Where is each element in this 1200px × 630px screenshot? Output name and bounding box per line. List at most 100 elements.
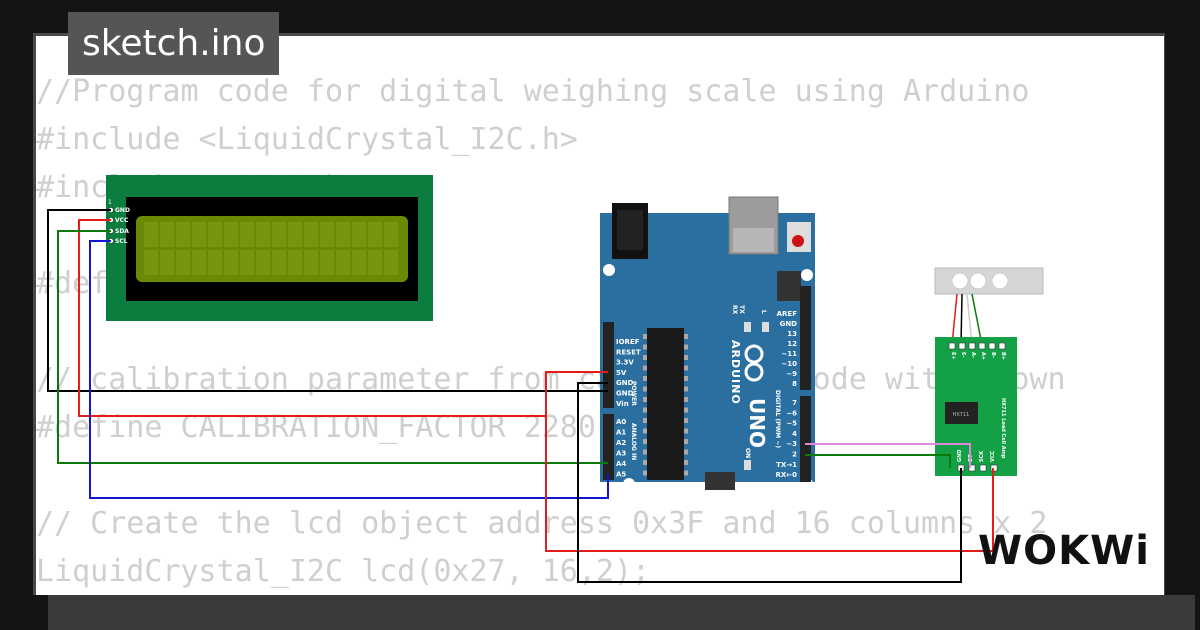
hx711-top-pin[interactable]	[958, 342, 966, 350]
lcd-cell	[320, 222, 334, 247]
lcd-cell	[176, 222, 190, 247]
pin-label: A5	[616, 471, 626, 479]
lcd-cell	[224, 222, 238, 247]
pin-label: A1	[616, 429, 626, 437]
pin-label: ~11	[781, 350, 797, 358]
chip-pin	[684, 407, 688, 413]
pin-label: RX←0	[775, 471, 797, 479]
code-line: //Program code for digital weighing scal…	[36, 74, 1030, 109]
lcd-cell	[256, 250, 270, 275]
atmega-chip	[647, 328, 684, 480]
lcd-cell	[368, 222, 382, 247]
lcd-cell	[288, 222, 302, 247]
mounting-hole	[801, 269, 813, 281]
hx711-module[interactable]: E+E-A-A+B-B+ HX711 HX711 Load Cell Amp G…	[935, 337, 1017, 476]
pin-label: A4	[616, 460, 626, 468]
hx711-bottom-pin[interactable]	[979, 464, 987, 472]
load-cell-wire-black	[960, 293, 963, 346]
usb-port-body	[733, 228, 774, 252]
hx711-pin-label: A+	[980, 352, 986, 360]
pin-label: ~3	[786, 440, 797, 448]
chip-pin	[684, 439, 688, 444]
wire-lcd-gnd	[47, 209, 608, 392]
lcd-character-cells	[144, 222, 398, 275]
digital-header-bottom[interactable]	[800, 396, 811, 482]
load-cell-hole	[951, 272, 969, 290]
load-cell-wires	[951, 293, 983, 346]
chip-pin	[684, 365, 688, 371]
lcd-cell	[160, 250, 174, 275]
chip-pin	[684, 397, 688, 402]
on-led	[744, 460, 751, 470]
hx711-top-pin[interactable]	[998, 342, 1006, 350]
hx711-top-pin[interactable]	[978, 342, 986, 350]
lcd-cell	[368, 250, 382, 275]
load-cell-bar	[934, 267, 1044, 295]
lcd-cell	[272, 250, 286, 275]
tx-label: TX	[738, 305, 745, 314]
digital-header-top[interactable]	[800, 286, 811, 390]
lcd-pin-label: SDA	[115, 228, 129, 235]
chip-pin	[684, 470, 688, 476]
lcd-cell	[352, 222, 366, 247]
l-label: L	[760, 310, 767, 314]
on-label: ON	[744, 448, 751, 458]
reset-button[interactable]	[792, 235, 804, 247]
right-mask	[1165, 0, 1200, 630]
lcd-pins: GND VCC SDA SCL	[108, 207, 130, 245]
chip-pin	[643, 397, 647, 402]
pin-label: 7	[792, 399, 797, 407]
hx711-side-label: HX711 Load Cell Amp	[1000, 398, 1006, 459]
hx711-pin-label: A-	[970, 352, 976, 358]
pin-label: IOREF	[616, 338, 640, 346]
wokwi-watermark: WOKWi	[978, 528, 1150, 574]
chip-pin	[643, 407, 647, 413]
hx711-pin-label: SCK	[979, 450, 985, 462]
chip-pin	[684, 376, 688, 381]
arduino-model: UNO	[745, 398, 769, 448]
code-line: LiquidCrystal_I2C lcd(0x27, 16,2);	[36, 554, 651, 589]
lcd-pin-label: SCL	[115, 238, 128, 245]
chip-pin	[684, 355, 688, 360]
chip-pin	[684, 334, 688, 339]
analog-label: ANALOG IN	[630, 423, 637, 460]
lcd-cell	[208, 222, 222, 247]
hx711-top-pin[interactable]	[968, 342, 976, 350]
lcd-cell	[352, 250, 366, 275]
pin-label: A0	[616, 418, 626, 426]
pin-label: 8	[792, 380, 797, 388]
chip-pin	[684, 428, 688, 434]
arduino-uno[interactable]: TX RX L ON ARDUINO UNO POWER ANALOG IN D…	[600, 196, 815, 490]
lcd-cell	[384, 222, 398, 247]
load-cell-wire-white	[966, 293, 973, 346]
pin-label: GND	[780, 320, 798, 328]
pin-label: ~5	[786, 420, 797, 428]
pin-label: Vin	[616, 400, 629, 408]
analog-header[interactable]	[603, 414, 614, 480]
mounting-hole	[603, 264, 615, 276]
lcd-cell	[224, 250, 238, 275]
pin-label: ~10	[781, 360, 797, 368]
power-header[interactable]	[603, 322, 614, 408]
file-title-tab[interactable]: sketch.ino	[68, 12, 280, 75]
wire-hx711-gnd	[577, 382, 962, 583]
pin-label: RESET	[616, 348, 641, 356]
lcd-display[interactable]: 1 GND VCC SDA SCL	[106, 175, 433, 321]
load-cell[interactable]	[934, 267, 1044, 295]
lcd-cell	[304, 222, 318, 247]
hx711-top-pin[interactable]	[988, 342, 996, 350]
pin-label: 13	[787, 330, 797, 338]
lcd-cell	[160, 222, 174, 247]
pin-label: A2	[616, 439, 626, 447]
chip-pin	[643, 376, 647, 381]
load-cell-hole	[969, 272, 987, 290]
chip-pin	[684, 418, 688, 423]
hx711-top-pin[interactable]	[948, 342, 956, 350]
lcd-cell	[208, 250, 222, 275]
hx711-pin-label: B-	[990, 352, 996, 358]
chip-pin	[643, 460, 647, 465]
arduino-brand: ARDUINO	[729, 340, 742, 405]
